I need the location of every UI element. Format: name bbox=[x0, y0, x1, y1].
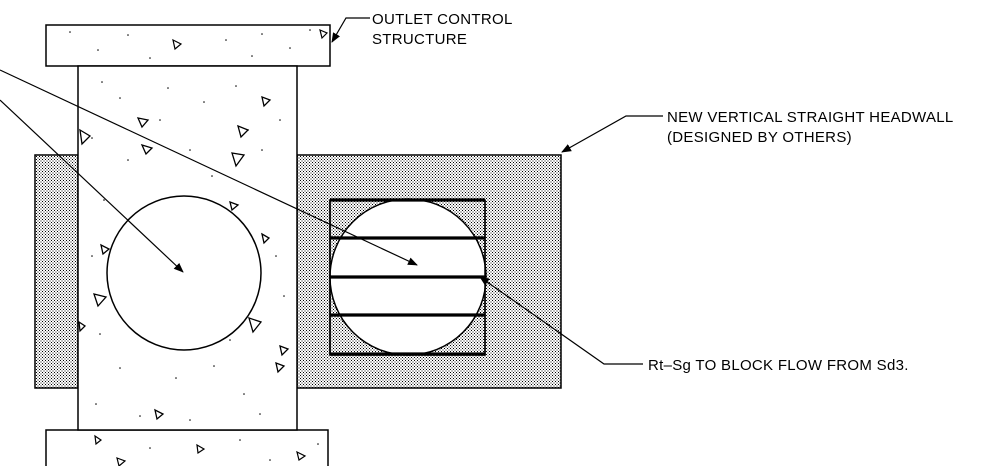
outlet-control-structure bbox=[77, 65, 298, 431]
outlet-control-label-line1: OUTLET CONTROL bbox=[372, 11, 512, 28]
headwall-label-line1: NEW VERTICAL STRAIGHT HEADWALL bbox=[667, 109, 953, 126]
headwall-label: NEW VERTICAL STRAIGHT HEADWALL (DESIGNED… bbox=[667, 109, 957, 146]
bottom-slab bbox=[45, 429, 329, 466]
left-wall-stub bbox=[34, 154, 79, 389]
riprap-blocked-pipe bbox=[329, 198, 487, 356]
outlet-control-label-line2: STRUCTURE bbox=[372, 31, 467, 48]
outlet-control-label: OUTLET CONTROL STRUCTURE bbox=[372, 11, 517, 48]
leader-lines bbox=[0, 17, 663, 365]
riprap-label: Rt–Sg TO BLOCK FLOW FROM Sd3. bbox=[648, 357, 909, 374]
top-slab bbox=[45, 24, 331, 67]
headwall-label-line2: (DESIGNED BY OTHERS) bbox=[667, 129, 852, 146]
left-pipe-opening bbox=[106, 195, 262, 351]
